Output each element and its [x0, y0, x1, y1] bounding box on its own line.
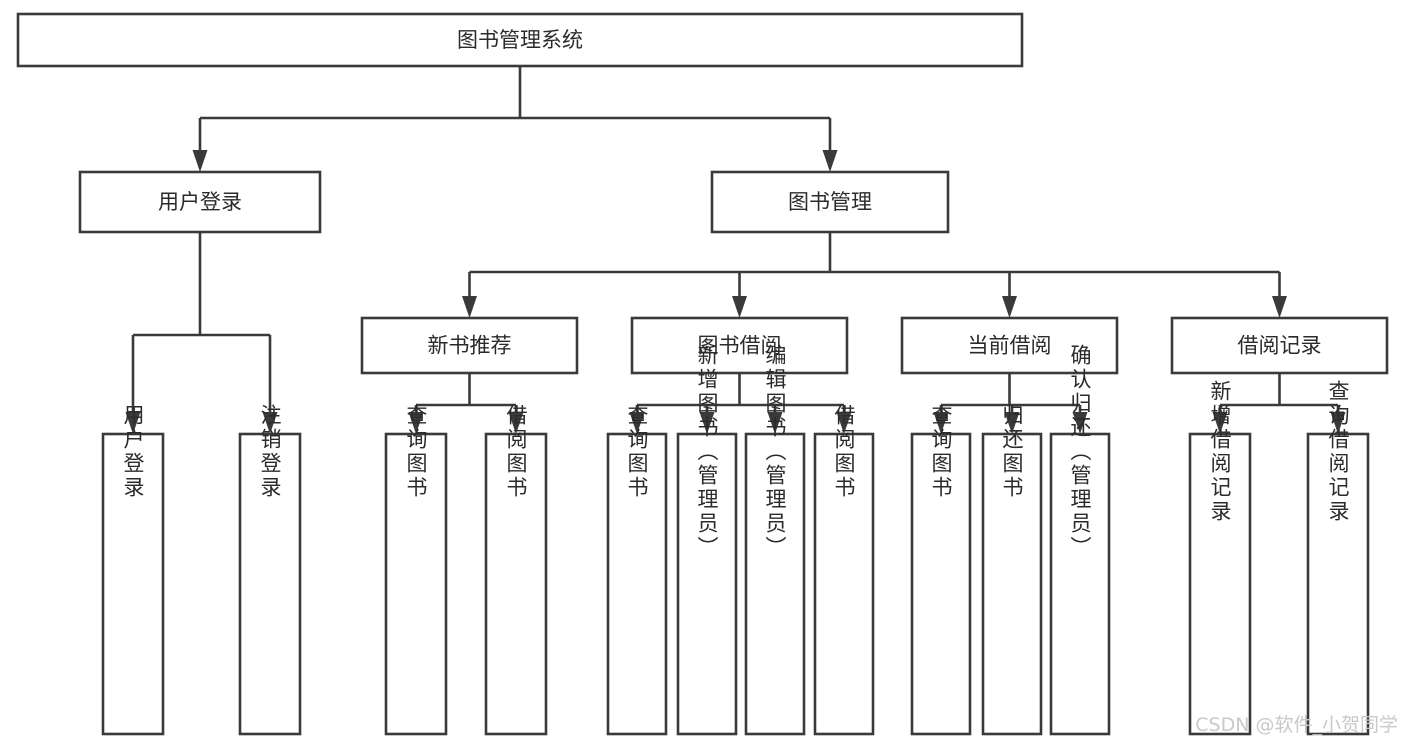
node-label: 新增借阅记录 — [1208, 380, 1232, 524]
node-box — [1170, 316, 1389, 375]
node-label: 借阅图书 — [832, 404, 856, 500]
arrow-head — [462, 296, 477, 318]
node-leaf-查询图书[interactable]: 查询图书 — [910, 404, 972, 736]
node-leaf-确认归还管理员[interactable]: 确认归还（管理员） — [1049, 344, 1111, 736]
arrow-head — [1330, 412, 1346, 434]
node-leaf-查询图书[interactable]: 查询图书 — [606, 404, 668, 736]
arrow-head — [933, 412, 949, 434]
node-label: 新增图书（管理员） — [695, 344, 719, 560]
node-box — [744, 432, 806, 736]
node-box — [1188, 432, 1252, 736]
node-box — [78, 170, 322, 234]
node-l3-新书推荐[interactable]: 新书推荐 — [360, 316, 579, 375]
node-label: 归还图书 — [1000, 404, 1024, 500]
arrow-head — [1004, 412, 1020, 434]
node-leaf-查询图书[interactable]: 查询图书 — [384, 404, 448, 736]
node-leaf-借阅图书[interactable]: 借阅图书 — [813, 404, 875, 736]
arrow-head — [699, 412, 715, 434]
node-label: 图书管理系统 — [457, 28, 583, 52]
csdn-watermark: CSDN @软件_小贺同学 — [1195, 714, 1398, 736]
node-l3-借阅记录[interactable]: 借阅记录 — [1170, 316, 1389, 375]
node-box — [710, 170, 950, 234]
node-label: 当前借阅 — [968, 334, 1052, 358]
node-label: 编辑图书（管理员） — [763, 344, 787, 560]
arrow-head — [125, 412, 141, 434]
node-label: 用户登录 — [121, 404, 145, 500]
arrow-head — [262, 412, 278, 434]
node-box — [384, 432, 448, 736]
arrow-head — [629, 412, 645, 434]
arrow-head — [1072, 412, 1088, 434]
node-leaf-编辑图书管理员[interactable]: 编辑图书（管理员） — [744, 344, 806, 736]
node-l3-图书借阅[interactable]: 图书借阅 — [630, 316, 849, 375]
arrow-head — [1212, 412, 1228, 434]
node-label: 查询图书 — [404, 404, 428, 500]
node-l2-图书管理[interactable]: 图书管理 — [710, 170, 950, 234]
node-leaf-用户登录[interactable]: 用户登录 — [101, 404, 165, 736]
arrow-head — [767, 412, 783, 434]
node-l3-当前借阅[interactable]: 当前借阅 — [900, 316, 1119, 375]
node-leaf-注销登录[interactable]: 注销登录 — [238, 404, 302, 736]
arrow-head — [192, 150, 208, 172]
node-label: 注销登录 — [258, 404, 282, 500]
node-label: 图书管理 — [788, 190, 872, 214]
node-leaf-借阅图书[interactable]: 借阅图书 — [484, 404, 548, 736]
arrow-head — [836, 412, 852, 434]
node-box — [981, 432, 1043, 736]
node-label: 借阅图书 — [504, 404, 528, 500]
node-box — [813, 432, 875, 736]
node-box — [101, 432, 165, 736]
node-label: 用户登录 — [158, 190, 242, 214]
node-label: 查询图书 — [929, 404, 953, 500]
node-leaf-新增借阅记录[interactable]: 新增借阅记录 — [1188, 380, 1252, 736]
node-label: 新书推荐 — [428, 334, 512, 358]
node-leaf-查询借阅记录[interactable]: 查询借阅记录 — [1306, 380, 1370, 736]
node-box — [484, 432, 548, 736]
node-leaf-新增图书管理员[interactable]: 新增图书（管理员） — [676, 344, 738, 736]
arrow-head — [732, 296, 747, 318]
node-label: 确认归还（管理员） — [1068, 344, 1092, 560]
node-l2-用户登录[interactable]: 用户登录 — [78, 170, 322, 234]
arrow-head — [1272, 296, 1287, 318]
node-box — [900, 316, 1119, 375]
node-box — [1049, 432, 1111, 736]
node-box — [1306, 432, 1370, 736]
arrow-head — [822, 150, 838, 172]
connector-layer — [125, 66, 1346, 434]
node-label: 查询图书 — [625, 404, 649, 500]
node-box — [606, 432, 668, 736]
node-box — [16, 12, 1024, 68]
arrow-head — [508, 412, 524, 434]
node-box — [910, 432, 972, 736]
arrow-head — [1002, 296, 1017, 318]
node-label: 借阅记录 — [1238, 334, 1322, 358]
node-root-图书管理系统[interactable]: 图书管理系统 — [16, 12, 1024, 68]
node-leaf-归还图书[interactable]: 归还图书 — [981, 404, 1043, 736]
node-label: 图书借阅 — [698, 334, 782, 358]
node-layer: 图书管理系统用户登录图书管理新书推荐图书借阅当前借阅借阅记录用户登录注销登录查询… — [16, 12, 1389, 736]
node-box — [238, 432, 302, 736]
node-box — [630, 316, 849, 375]
node-box — [676, 432, 738, 736]
node-label: 查询借阅记录 — [1326, 380, 1350, 524]
node-box — [360, 316, 579, 375]
arrow-head — [408, 412, 424, 434]
